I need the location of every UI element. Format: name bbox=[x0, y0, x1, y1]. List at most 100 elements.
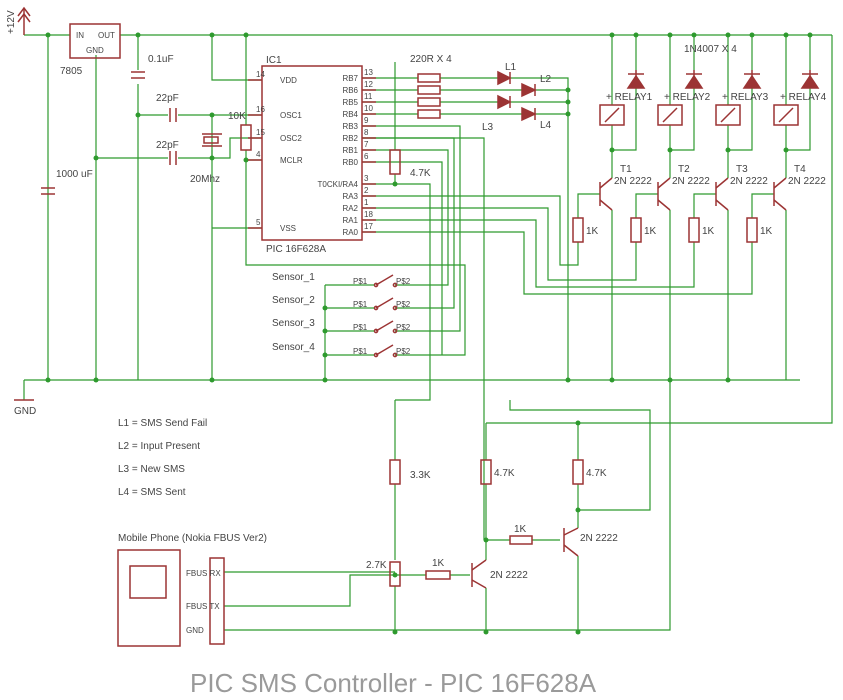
led-resistor-label: 220R X 4 bbox=[410, 54, 452, 65]
ic-pin-name: T0CKI/RA4 bbox=[318, 180, 359, 189]
led-resistors: 220R X 4 bbox=[410, 54, 452, 119]
r-mclr-label: 10K bbox=[228, 111, 246, 122]
r-4-7k-a-label: 4.7K bbox=[494, 468, 515, 479]
cap-1000uf: 1000 uF bbox=[41, 169, 93, 195]
ic-pin-name: OSC2 bbox=[280, 134, 302, 143]
transistor-ref: T4 bbox=[794, 164, 806, 175]
q2-label: 2N 2222 bbox=[580, 533, 618, 544]
ic-pin-name: OSC1 bbox=[280, 111, 302, 120]
switch-pin-2: P$2 bbox=[396, 277, 411, 286]
ic-pin-num: 13 bbox=[364, 68, 373, 77]
ic-pin-name: RA0 bbox=[342, 228, 358, 237]
ic-pin-num: 8 bbox=[364, 128, 369, 137]
switch-pin-1: P$1 bbox=[353, 347, 368, 356]
junctions bbox=[45, 32, 813, 635]
legend-item-l1: L1 = SMS Send Fail bbox=[118, 418, 207, 429]
ic-pin-num: 2 bbox=[364, 186, 369, 195]
ic-pin-name: RA1 bbox=[342, 216, 358, 225]
ic-pin-num: 12 bbox=[364, 80, 373, 89]
diodes-label: 1N4007 X 4 bbox=[684, 44, 737, 55]
r-1k-b-label: 1K bbox=[514, 524, 527, 535]
fbus-interface: 3.3K 2.7K 4.7K 4.7K 1K 1K 2N 2222 2N 222… bbox=[366, 459, 618, 589]
base-resistor-label: 1K bbox=[760, 226, 773, 237]
transistor-ref: T3 bbox=[736, 164, 748, 175]
page-title: PIC SMS Controller - PIC 16F628A bbox=[190, 668, 597, 698]
switch-pin-2: P$2 bbox=[396, 300, 411, 309]
sensor-label: Sensor_4 bbox=[272, 342, 315, 353]
ic-pin-num: 5 bbox=[256, 218, 261, 227]
wires bbox=[23, 34, 833, 632]
cap-c3-label: 22pF bbox=[156, 140, 179, 151]
transistor-type: 2N 2222 bbox=[614, 176, 652, 187]
cap-c4-label: 1000 uF bbox=[56, 169, 93, 180]
ic-pin-name: VDD bbox=[280, 76, 297, 85]
ic-pin-num: 14 bbox=[256, 70, 265, 79]
crystal-label: 20Mhz bbox=[190, 174, 220, 185]
sensor-label: Sensor_1 bbox=[272, 272, 315, 283]
ic-pin-name: RB7 bbox=[342, 74, 358, 83]
ic-pin-name: RB2 bbox=[342, 134, 358, 143]
ic-pin-name: RB5 bbox=[342, 98, 358, 107]
q1-label: 2N 2222 bbox=[490, 570, 528, 581]
ground-symbol: GND bbox=[14, 399, 36, 417]
supply-symbol: +12V bbox=[6, 6, 31, 35]
sensor-label: Sensor_2 bbox=[272, 295, 315, 306]
r-ra4-label: 4.7K bbox=[410, 168, 431, 179]
phone-pin-gnd: GND bbox=[186, 626, 204, 635]
mobile-phone: Mobile Phone (Nokia FBUS Ver2) FBUS RX F… bbox=[117, 533, 267, 647]
ic-pin-name: VSS bbox=[280, 224, 296, 233]
base-resistor-label: 1K bbox=[586, 226, 599, 237]
legend: L1 = SMS Send Fail L2 = Input Present L3… bbox=[118, 418, 207, 498]
ic-pin-num: 10 bbox=[364, 104, 373, 113]
resistor-4-7k-ra4: 4.7K bbox=[389, 149, 431, 179]
phone-pin-tx: FBUS TX bbox=[186, 602, 220, 611]
relay-label: + RELAY4 bbox=[780, 92, 827, 103]
ic-pin-num: 9 bbox=[364, 116, 369, 125]
phone-pin-rx: FBUS RX bbox=[186, 569, 221, 578]
relay-label: + RELAY1 bbox=[606, 92, 653, 103]
transistor-type: 2N 2222 bbox=[788, 176, 826, 187]
crystal: 20Mhz bbox=[190, 133, 222, 185]
switch-pin-1: P$1 bbox=[353, 300, 368, 309]
base-resistor-label: 1K bbox=[702, 226, 715, 237]
led-l1-label: L1 bbox=[505, 62, 517, 73]
transistor-type: 2N 2222 bbox=[672, 176, 710, 187]
ic-pin-num: 1 bbox=[364, 198, 369, 207]
switch-pin-2: P$2 bbox=[396, 323, 411, 332]
relay-label: + RELAY3 bbox=[722, 92, 769, 103]
ic-pin-name: RB3 bbox=[342, 122, 358, 131]
ic-pin-num: 17 bbox=[364, 222, 373, 231]
cap-22pf-bottom: 22pF bbox=[156, 140, 179, 165]
r-3-3k-label: 3.3K bbox=[410, 470, 431, 481]
transistor-type: 2N 2222 bbox=[730, 176, 768, 187]
ic-name: PIC 16F628A bbox=[266, 244, 326, 255]
cap-c1-label: 0.1uF bbox=[148, 54, 174, 65]
supply-label: +12V bbox=[6, 10, 17, 34]
phone-label: Mobile Phone (Nokia FBUS Ver2) bbox=[118, 533, 267, 544]
legend-item-l2: L2 = Input Present bbox=[118, 441, 200, 452]
led-l4-label: L4 bbox=[540, 120, 552, 131]
transistor-ref: T2 bbox=[678, 164, 690, 175]
ic-pin-num: 6 bbox=[364, 152, 369, 161]
ic-pin-num: 4 bbox=[256, 150, 261, 159]
r-4-7k-b-label: 4.7K bbox=[586, 468, 607, 479]
ic-pin-num: 18 bbox=[364, 210, 373, 219]
ic-pin-name: RB4 bbox=[342, 110, 358, 119]
led-l3-label: L3 bbox=[482, 122, 494, 133]
ic-pin-num: 7 bbox=[364, 140, 369, 149]
ic-pic16f628a: IC1 PIC 16F628A 14VDD16OSC115OSC24MCLR5V… bbox=[248, 55, 376, 255]
ic-pin-num: 11 bbox=[364, 92, 373, 101]
relay-label: + RELAY2 bbox=[664, 92, 711, 103]
leds: L1 L2 L3 L4 bbox=[482, 62, 552, 133]
ic-pin-name: RB6 bbox=[342, 86, 358, 95]
sensor-label: Sensor_3 bbox=[272, 318, 315, 329]
reg-pin-out: OUT bbox=[98, 31, 115, 40]
switch-pin-1: P$1 bbox=[353, 277, 368, 286]
ic-pin-name: RB1 bbox=[342, 146, 358, 155]
transistor-ref: T1 bbox=[620, 164, 632, 175]
legend-item-l4: L4 = SMS Sent bbox=[118, 487, 186, 498]
cap-0-1uf: 0.1uF bbox=[131, 54, 174, 79]
gnd-label: GND bbox=[14, 406, 36, 417]
